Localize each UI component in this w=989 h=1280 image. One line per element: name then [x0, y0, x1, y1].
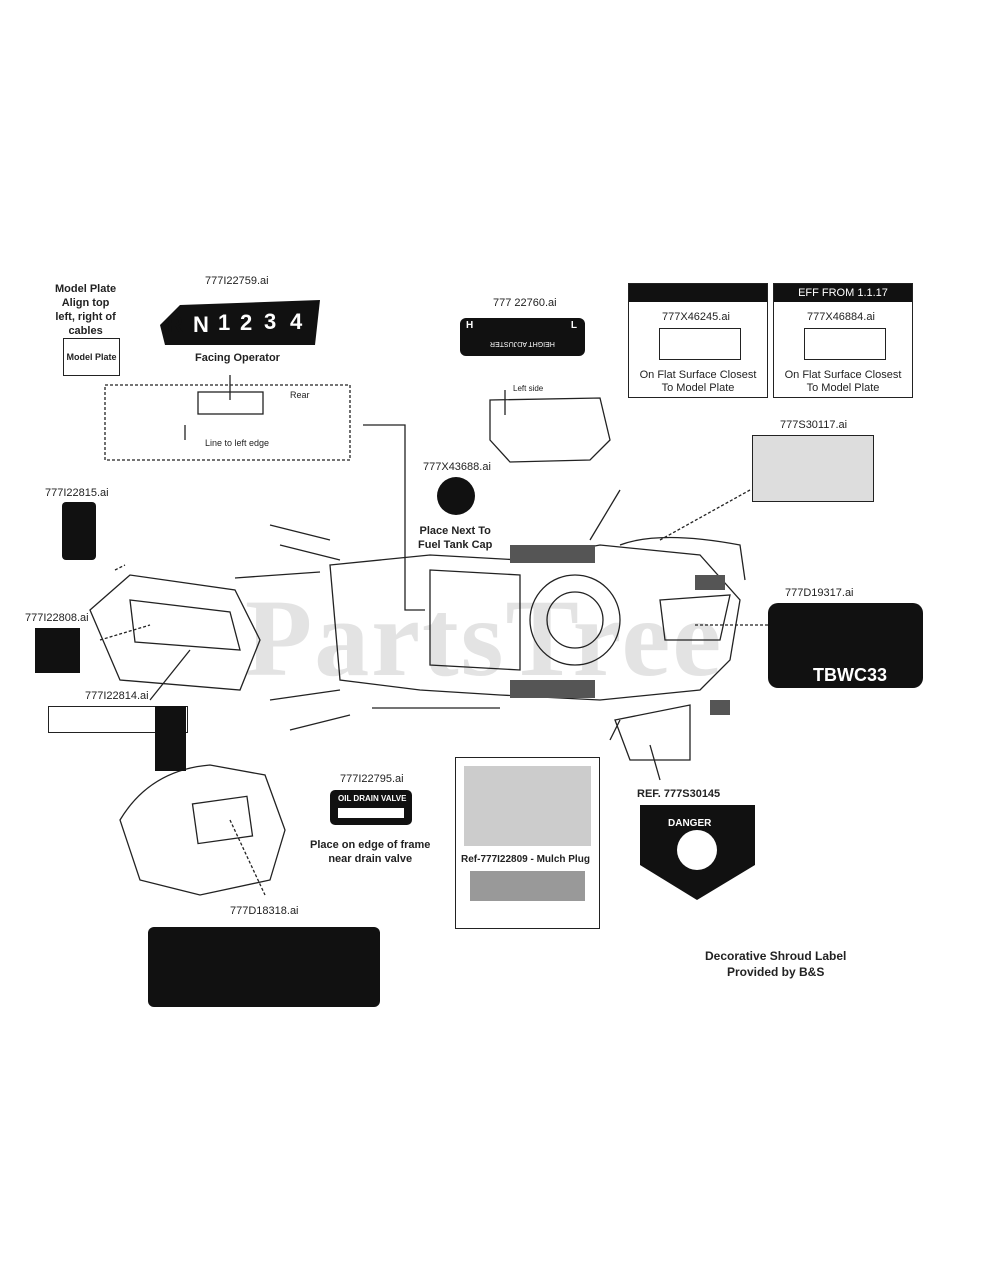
gear-panel-shape	[160, 300, 320, 345]
i22808-decal	[35, 628, 80, 673]
oil-note: Place on edge of frame near drain valve	[310, 839, 431, 865]
left-side-text: Left side	[513, 384, 544, 393]
d18318-file: 777D18318.ai	[230, 905, 299, 917]
i22815-file: 777I22815.ai	[45, 487, 109, 499]
danger-text: DANGER	[668, 818, 712, 829]
shroud-note: Decorative Shroud Label Provided by B&S	[705, 949, 847, 979]
fuel-cap-note: Place Next To Fuel Tank Cap	[418, 525, 493, 551]
gear-letter-4: 4	[290, 309, 303, 334]
console-outline	[89, 574, 261, 691]
mower-body-outline	[329, 544, 741, 701]
s30117-file: 777S30117.ai	[780, 419, 848, 431]
panel-x46245: 777X46245.ai On Flat Surface Closest To …	[628, 283, 768, 398]
d19317-decal: TBWC33	[768, 603, 923, 688]
fuel-cap-decal	[437, 477, 475, 515]
model-plate-box: Model Plate	[63, 338, 120, 376]
i22815-decal	[62, 502, 96, 560]
s30117-decal	[752, 435, 874, 502]
fuel-cap-file: 777X43688.ai	[423, 461, 491, 473]
height-adjuster-label: H L HEIGHT ADJUSTER	[460, 318, 585, 356]
gear-letter-n: N	[193, 312, 209, 337]
gear-label-file: 777I22759.ai	[205, 275, 269, 287]
shroud-outline	[119, 764, 286, 896]
model-plate-note: Model Plate Align top left, right of cab…	[55, 283, 117, 337]
gear-letter-2: 2	[240, 310, 253, 335]
rear-text: Rear	[290, 390, 310, 400]
i22814-tab	[155, 706, 186, 771]
panel-x46884: EFF FROM 1.1.17 777X46884.ai On Flat Sur…	[773, 283, 913, 398]
gear-letter-1: 1	[218, 310, 231, 335]
d19317-file: 777D19317.ai	[785, 587, 854, 599]
d18318-decal	[148, 927, 380, 1007]
gear-letter-3: 3	[264, 309, 277, 334]
ref-s30145: REF. 777S30145	[637, 788, 721, 800]
gear-letter-r: R	[167, 312, 183, 337]
facing-operator: Facing Operator	[195, 352, 280, 364]
tbwc33-text: TBWC33	[813, 665, 888, 685]
oil-file: 777I22795.ai	[340, 773, 404, 785]
i22808-file: 777I22808.ai	[25, 612, 89, 624]
line-to-left-edge: Line to left edge	[205, 438, 270, 448]
i22814-file: 777I22814.ai	[85, 690, 149, 702]
height-label-file: 777 22760.ai	[493, 297, 557, 309]
mulch-plug-card: Ref-777I22809 - Mulch Plug	[455, 757, 600, 929]
watermark: PartsTree	[245, 577, 724, 699]
oil-drain-decal: OIL DRAIN VALVE	[330, 790, 412, 825]
